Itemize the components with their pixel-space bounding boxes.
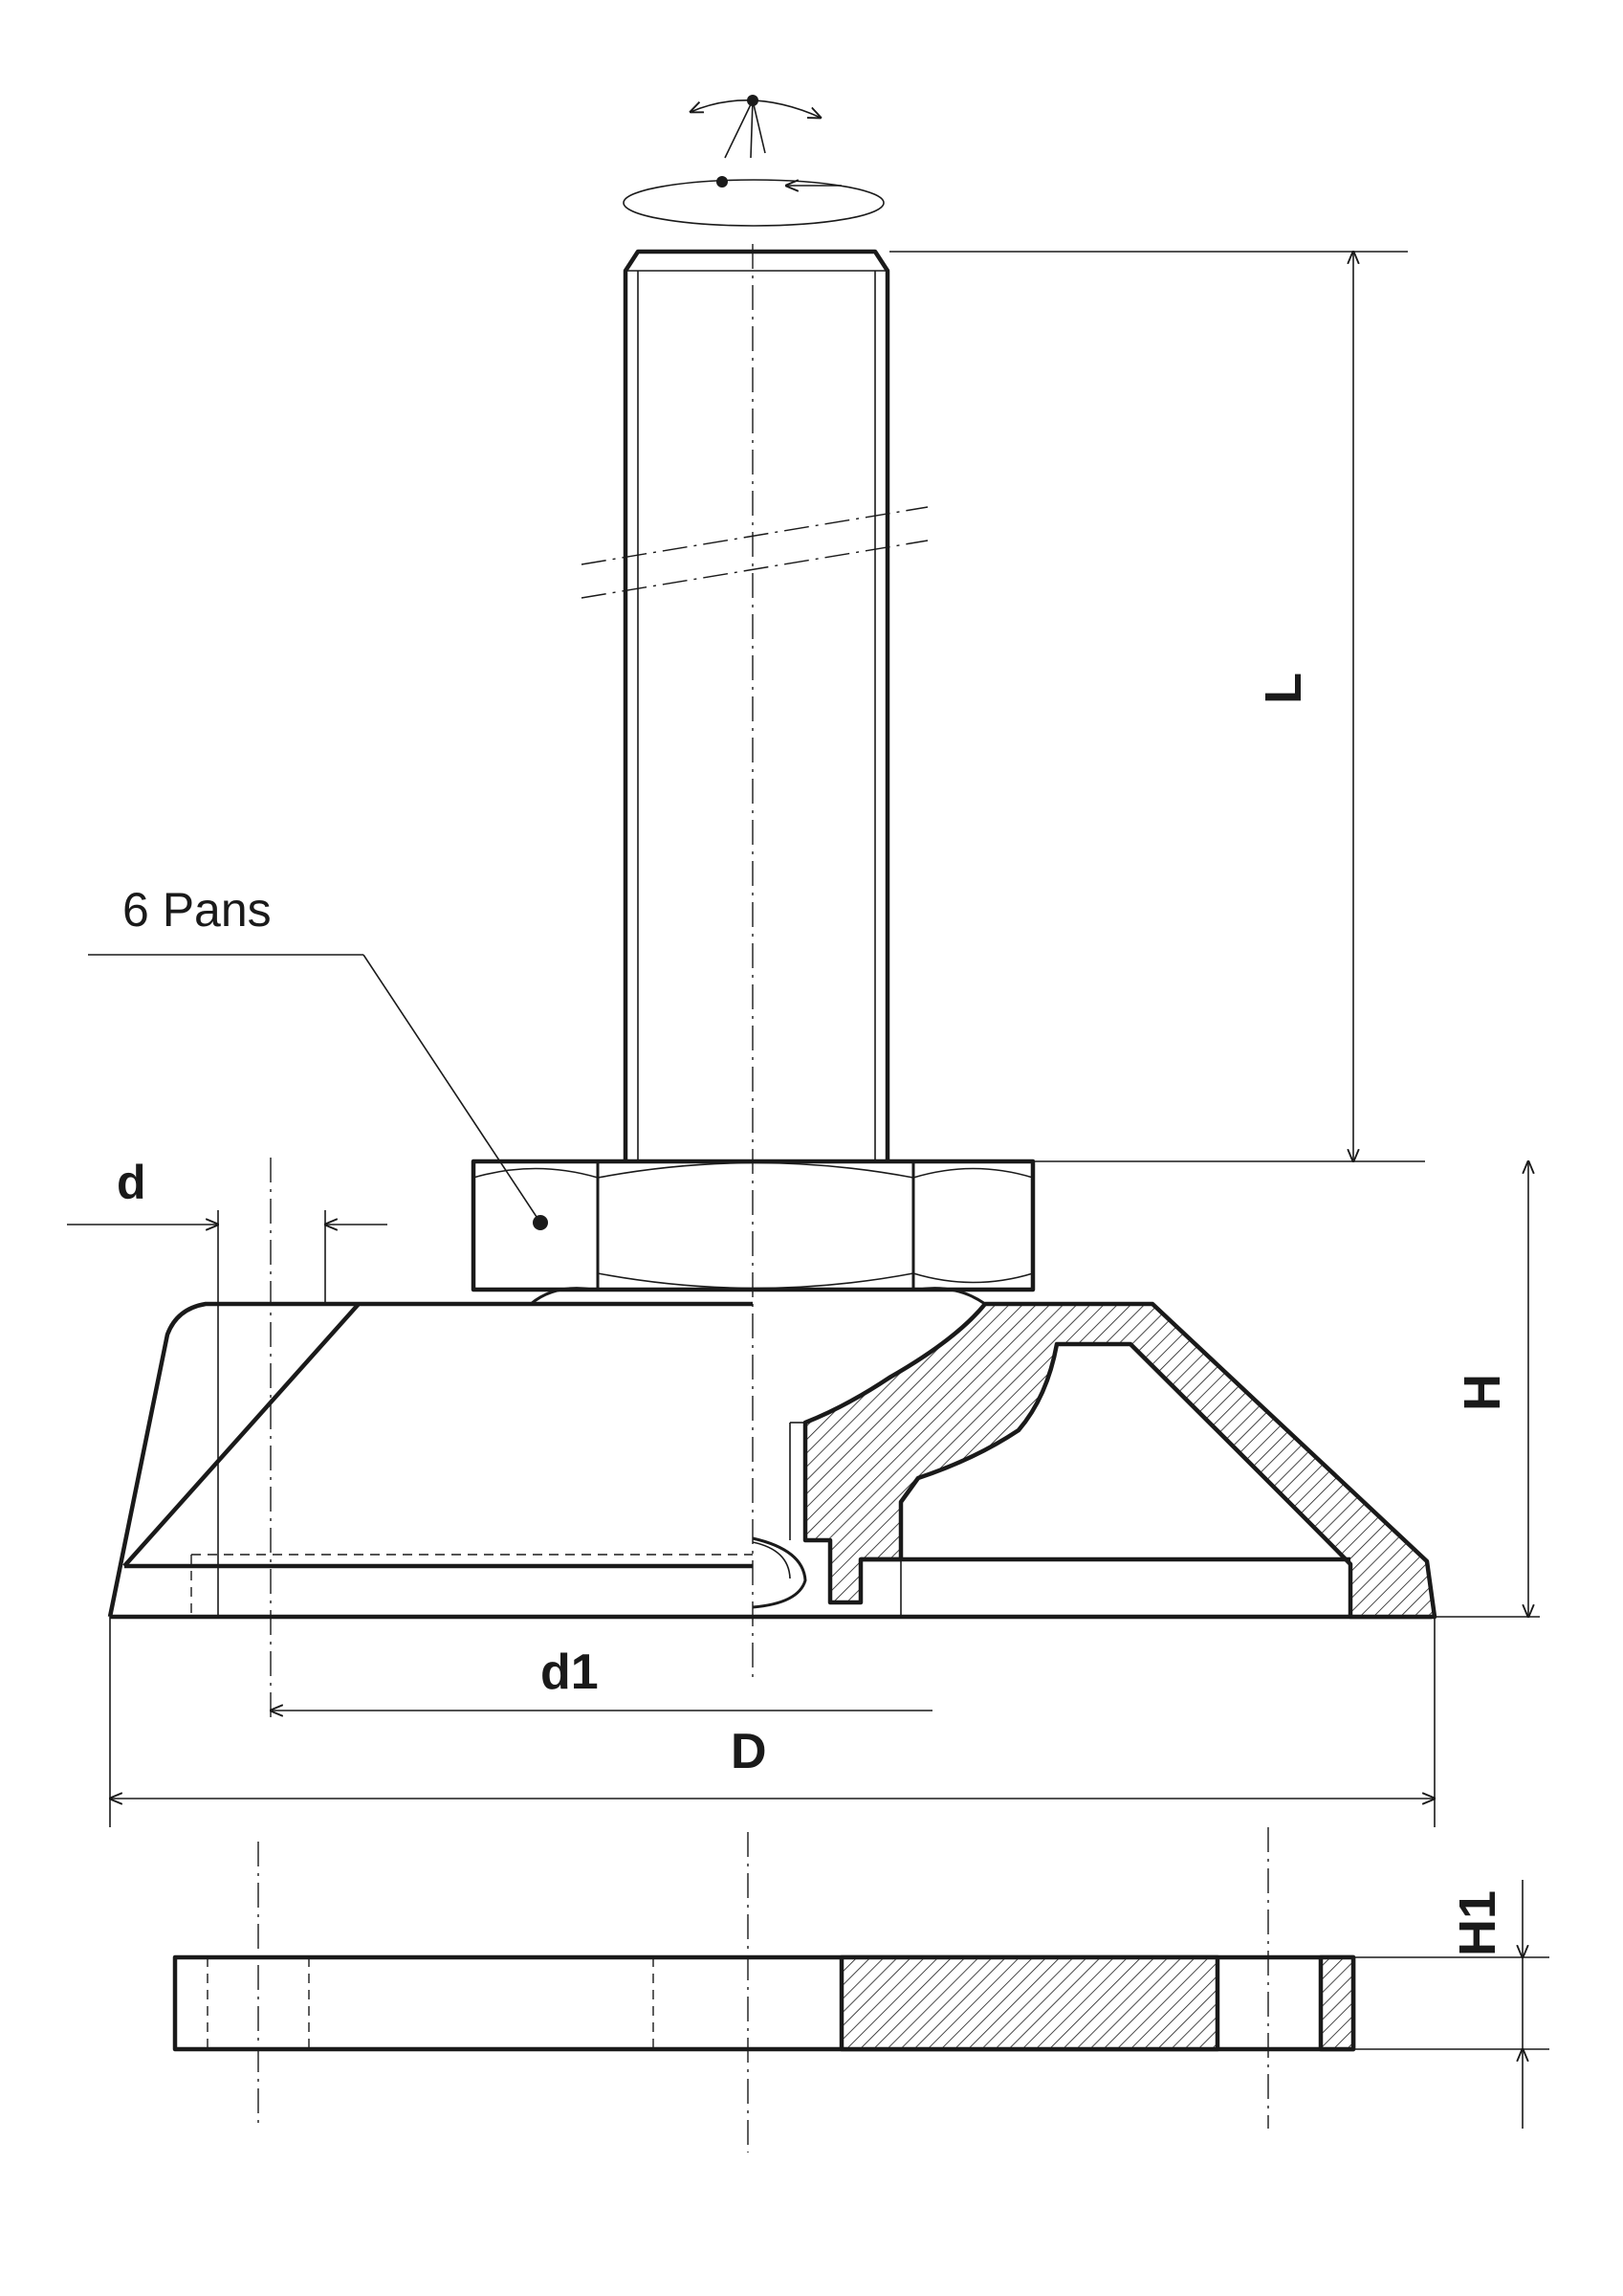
dim-D-label: D — [731, 1724, 767, 1779]
threaded-stud — [581, 249, 929, 1161]
base-body — [107, 1287, 1432, 1620]
dim-d-label: d — [117, 1156, 146, 1209]
base-section — [752, 1301, 1437, 1620]
dim-H1-label: H1 — [1449, 1890, 1506, 1956]
dim-d1-label: d1 — [540, 1645, 599, 1700]
dim-H-label: H — [1454, 1374, 1511, 1411]
rotation-arrow-icon — [623, 176, 885, 227]
dimension-lines — [67, 252, 1549, 2129]
hex-nut — [471, 1159, 1036, 1292]
foot-pad — [172, 1827, 1356, 2152]
hex-note-label: 6 Pans — [122, 883, 272, 937]
dim-L-label: L — [1255, 673, 1312, 704]
swivel-rotation-icon — [691, 95, 821, 159]
